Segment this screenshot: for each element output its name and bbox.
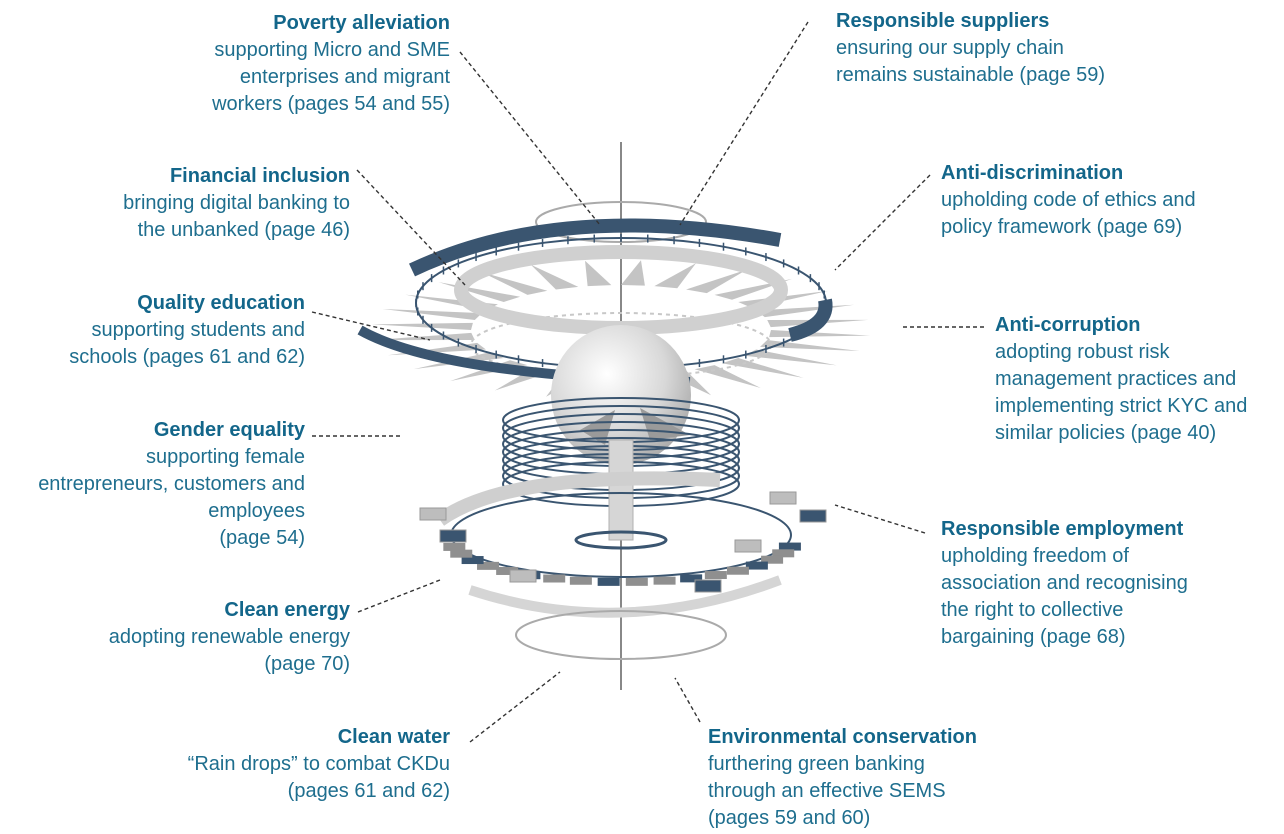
- label-suppliers-desc: ensuring our supply chain remains sustai…: [836, 37, 1106, 86]
- ring-block: [704, 571, 727, 580]
- blade: [621, 260, 645, 286]
- label-energy-title: Clean energy: [224, 599, 350, 621]
- ring-block: [597, 577, 620, 586]
- ring-block: [772, 549, 795, 558]
- blade: [694, 365, 761, 389]
- label-suppliers: Responsible suppliers ensuring our suppl…: [836, 8, 1166, 89]
- label-water: Clean water “Rain drops” to combat CKDu …: [100, 724, 450, 805]
- floating-cube: [439, 529, 467, 543]
- label-gender: Gender equality supporting female entrep…: [0, 417, 305, 552]
- ring-block: [569, 576, 592, 585]
- floating-cube: [769, 491, 797, 505]
- ring-blocks: [419, 491, 827, 593]
- label-discrimination-title: Anti-discrimination: [941, 162, 1124, 184]
- label-education-desc: supporting students and schools (pages 6…: [69, 319, 305, 368]
- ring-block: [461, 556, 484, 565]
- ring-block: [778, 542, 801, 551]
- leader-lines: [311, 21, 985, 743]
- label-environment: Environmental conservation furthering gr…: [708, 724, 1048, 832]
- label-financial-title: Financial inclusion: [169, 165, 350, 187]
- label-financial-desc: bringing digital banking to the unbanked…: [123, 192, 350, 241]
- leader-water: [469, 671, 561, 743]
- stem: [608, 439, 634, 541]
- leader-poverty: [459, 51, 601, 226]
- label-gender-desc: supporting female entrepreneurs, custome…: [38, 446, 305, 549]
- leader-employment: [834, 504, 926, 534]
- bottom-ring: [515, 610, 727, 660]
- label-employment-title: Responsible employment: [941, 518, 1184, 540]
- blade: [530, 264, 579, 290]
- label-water-desc: “Rain drops” to combat CKDu (pages 61 an…: [187, 753, 450, 802]
- label-education-title: Quality education: [137, 292, 305, 314]
- navy-arc-right: [788, 298, 833, 342]
- floating-cube: [734, 539, 762, 553]
- ring-block: [653, 576, 676, 585]
- label-energy: Clean energy adopting renewable energy (…: [20, 597, 350, 678]
- floating-cube: [694, 579, 722, 593]
- label-water-title: Clean water: [337, 726, 450, 748]
- ring-block: [761, 555, 784, 564]
- ring-block: [680, 574, 703, 583]
- ring-block: [443, 542, 466, 551]
- label-corruption-desc: adopting robust risk management practice…: [995, 341, 1248, 444]
- leader-suppliers: [679, 21, 809, 226]
- label-environment-desc: furthering green banking through an effe…: [708, 753, 946, 829]
- blade: [481, 271, 548, 295]
- blade: [382, 309, 482, 320]
- navy-arc-top: [409, 218, 782, 277]
- blade: [686, 269, 748, 294]
- blade: [371, 322, 473, 330]
- floating-cube: [509, 569, 537, 583]
- leader-financial: [356, 169, 466, 286]
- label-poverty-desc: supporting Micro and SME enterprises and…: [212, 39, 450, 115]
- leader-education: [311, 311, 431, 341]
- leader-discrimination: [834, 174, 931, 271]
- label-environment-title: Environmental conservation: [708, 726, 977, 748]
- dashed-ring: [470, 312, 772, 378]
- label-employment: Responsible employment upholding freedom…: [941, 516, 1261, 651]
- label-energy-desc: adopting renewable energy (page 70): [108, 626, 350, 675]
- label-financial: Financial inclusion bringing digital ban…: [20, 163, 350, 244]
- label-discrimination-desc: upholding code of ethics and policy fram…: [941, 189, 1196, 238]
- ring-block: [496, 566, 519, 575]
- ring-block: [477, 561, 500, 570]
- floating-cube: [799, 509, 827, 523]
- label-discrimination: Anti-discrimination upholding code of et…: [941, 160, 1271, 241]
- ring-block: [745, 561, 768, 570]
- ring-block: [625, 577, 648, 586]
- bottom-grey-arc: [468, 575, 782, 618]
- leader-energy: [357, 579, 441, 613]
- blade: [744, 349, 837, 366]
- label-gender-title: Gender equality: [153, 419, 305, 441]
- label-poverty-title: Poverty alleviation: [273, 12, 450, 34]
- lower-grey-arc: [435, 471, 721, 526]
- label-poverty: Poverty alleviation supporting Micro and…: [120, 10, 450, 118]
- blade: [654, 263, 696, 289]
- floating-cube: [419, 507, 447, 521]
- label-corruption: Anti-corruption adopting robust risk man…: [995, 312, 1280, 447]
- ring-block: [726, 566, 749, 575]
- blade: [769, 330, 871, 338]
- blade: [585, 260, 612, 287]
- sphere-fins: [580, 408, 690, 445]
- ring-block: [543, 574, 566, 583]
- label-corruption-title: Anti-corruption: [995, 314, 1141, 336]
- label-suppliers-title: Responsible suppliers: [836, 10, 1050, 32]
- centre-small-ring: [574, 530, 668, 550]
- label-education: Quality education supporting students an…: [0, 290, 305, 371]
- label-employment-desc: upholding freedom of association and rec…: [941, 545, 1188, 648]
- ring-block: [450, 549, 473, 558]
- leader-environment: [674, 677, 701, 723]
